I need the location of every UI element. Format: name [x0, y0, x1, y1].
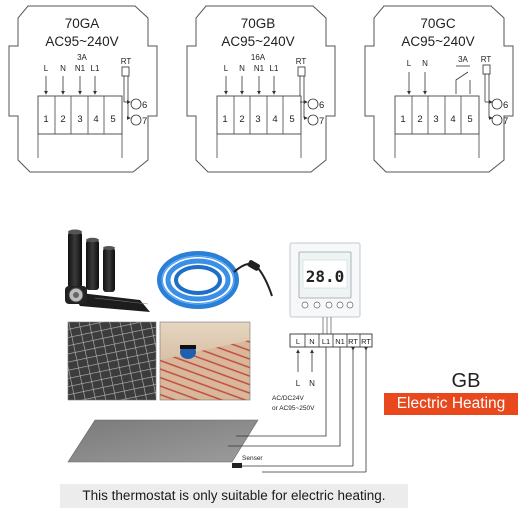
terminal-number: 2: [417, 114, 422, 125]
pin-label: N1: [75, 64, 86, 73]
sensor-label: RT: [481, 55, 492, 64]
pin-label: L: [224, 64, 229, 73]
thermostat-up-button[interactable]: [346, 301, 354, 309]
terminal-label: L: [296, 337, 300, 346]
thermostat-power-button[interactable]: [301, 301, 309, 309]
sensor-plug-icon: [297, 66, 306, 77]
heating-film-photo: [56, 225, 150, 317]
caption: This thermostat is only suitable for ele…: [60, 484, 408, 508]
terminal-number: 5: [467, 114, 472, 125]
terminal-number: 2: [239, 114, 244, 125]
terminal-block: L N L1 N1 RT RT: [289, 333, 373, 348]
module-70ga: 70GA AC95~240V 3A L N N1 L1 RT 1 2 3 4 5…: [8, 5, 158, 173]
cable-floor-photo: [159, 321, 251, 401]
terminal-number: 4: [450, 114, 455, 125]
pin-label: N: [422, 59, 428, 68]
terminal-label: N: [309, 337, 314, 346]
sensor-probe-icon: [232, 463, 242, 468]
output-number: 6: [503, 100, 508, 111]
terminal-number: 4: [272, 114, 277, 125]
terminal-number: 1: [43, 114, 48, 125]
module-current: 16A: [251, 53, 266, 62]
module-voltage: AC95~240V: [45, 34, 118, 49]
output-number: 7: [319, 116, 324, 127]
pin-label: N: [60, 64, 66, 73]
terminal-number: 3: [77, 114, 82, 125]
terminal-label: RT: [348, 337, 358, 346]
terminal-number: 1: [400, 114, 405, 125]
output-number: 6: [142, 100, 147, 111]
supply-note: or AC95~250V: [272, 405, 315, 412]
thermostat-down-button[interactable]: [336, 301, 344, 309]
sensor-plug-icon: [121, 66, 130, 77]
heating-cable-photo: [157, 225, 278, 317]
sensor-label: RT: [296, 57, 307, 66]
pin-label: L1: [91, 64, 100, 73]
module-voltage: AC95~240V: [221, 34, 294, 49]
thermostat-device: 28.0: [289, 242, 361, 318]
heating-floor-slab: [67, 419, 259, 463]
supply-label: L: [296, 379, 301, 388]
output-number: 7: [142, 116, 147, 127]
terminal-number: 4: [93, 114, 98, 125]
terminal-number: 3: [433, 114, 438, 125]
pin-label: L: [44, 64, 49, 73]
terminal-label: L1: [322, 337, 330, 346]
terminal-number: 5: [110, 114, 115, 125]
supply-note: AC/DC24V: [272, 395, 304, 402]
module-current: 3A: [77, 53, 87, 62]
output-number: 7: [503, 116, 508, 127]
module-70gb: 70GB AC95~240V 16A L N N1 L1 RT 1 2 3 4 …: [186, 5, 336, 173]
sensor-label: Senser: [242, 455, 263, 462]
output-number: 6: [319, 100, 324, 111]
module-70gc: 70GC AC95~240V 3A L N RT 1 2 3 4 5 6 7: [364, 5, 514, 173]
supply-label: N: [309, 379, 315, 388]
gb-label: GB: [451, 370, 481, 392]
thermostat-clock-button[interactable]: [325, 301, 333, 309]
pin-label: N: [239, 64, 245, 73]
pin-label: L1: [270, 64, 279, 73]
terminal-number: 3: [255, 114, 260, 125]
module-model: 70GB: [241, 16, 276, 31]
thermostat-mode-button[interactable]: [313, 301, 321, 309]
module-current: 3A: [458, 55, 468, 64]
film-floor-photo: [67, 321, 157, 401]
module-model: 70GC: [420, 16, 456, 31]
sensor-label: RT: [121, 57, 132, 66]
pin-label: L: [407, 59, 412, 68]
terminal-label: RT: [361, 337, 371, 346]
terminal-label: N1: [335, 337, 345, 346]
module-model: 70GA: [65, 16, 100, 31]
thermostat-display-value: 28.0: [306, 267, 345, 286]
terminal-number: 1: [222, 114, 227, 125]
terminal-number: 2: [60, 114, 65, 125]
electric-heating-badge: Electric Heating: [384, 393, 518, 415]
sensor-plug-icon: [482, 64, 491, 75]
pin-label: N1: [254, 64, 265, 73]
thermostat-cable: [322, 317, 332, 334]
module-voltage: AC95~240V: [401, 34, 474, 49]
terminal-number: 5: [289, 114, 294, 125]
